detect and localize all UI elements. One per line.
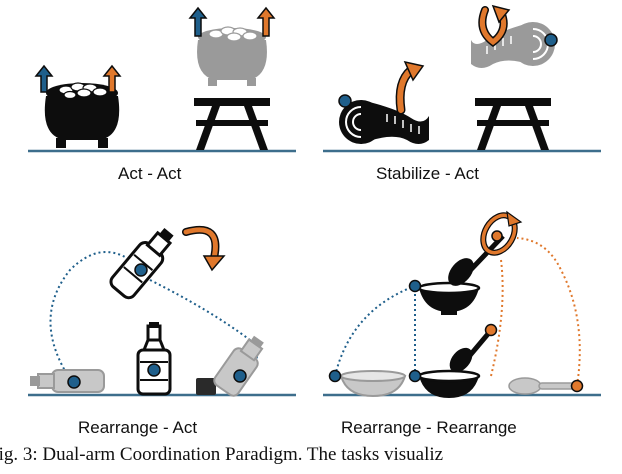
bottle-lying-icon xyxy=(30,369,105,393)
motion-path-dotted xyxy=(516,237,581,387)
motion-path-dotted xyxy=(49,251,131,383)
gripper-point-blue xyxy=(147,363,161,377)
panel-act-act xyxy=(28,6,296,153)
table-icon xyxy=(194,98,270,150)
panel-label: Rearrange - Rearrange xyxy=(341,418,517,437)
panel-label: Rearrange - Act xyxy=(78,418,198,437)
tape-measure-icon xyxy=(339,100,429,144)
tape-measure-lifted-icon xyxy=(471,22,555,68)
bowl-gray-icon xyxy=(339,370,407,398)
rotate-arrow-orange-icon xyxy=(478,4,511,48)
arrow-up-blue-icon xyxy=(188,6,208,37)
panel-label: Stabilize - Act xyxy=(376,164,479,183)
panel-rearrange-rearrange xyxy=(323,210,601,398)
rotate-arrow-orange-icon xyxy=(480,210,523,256)
arrow-up-orange-icon xyxy=(102,64,122,93)
gripper-point-blue xyxy=(233,369,247,383)
panel-label: Act - Act xyxy=(118,164,182,183)
cauldron-lifted-icon xyxy=(197,26,267,86)
spoon-gray-icon xyxy=(508,377,576,395)
panel-stabilize-act xyxy=(323,4,601,153)
gripper-point-blue xyxy=(328,369,342,383)
cauldron-icon xyxy=(44,82,120,148)
rotate-arrow-orange-icon xyxy=(182,225,226,272)
gripper-point-blue xyxy=(408,279,422,293)
spoon-icon xyxy=(449,326,495,373)
figure-caption: Fig. 3: Dual-arm Coordination Paradigm. … xyxy=(0,444,444,465)
arrow-up-orange-icon xyxy=(256,6,276,37)
motion-path-dotted xyxy=(334,285,416,377)
gripper-point-orange xyxy=(570,379,584,393)
gripper-point-blue xyxy=(338,94,352,108)
gripper-point-blue xyxy=(408,369,422,383)
bottle-gray-tilted-icon xyxy=(213,335,264,397)
gripper-point-blue xyxy=(134,263,148,277)
gripper-point-blue xyxy=(544,33,558,47)
spoon-icon xyxy=(448,234,505,286)
gripper-point-orange xyxy=(484,323,498,337)
cube-icon xyxy=(196,378,216,395)
bowl-lifted-icon xyxy=(417,281,481,315)
bottle-standing-icon xyxy=(136,322,172,396)
motion-path-dotted xyxy=(149,279,259,377)
panel-rearrange-act xyxy=(28,225,296,397)
rotate-arrow-orange-icon xyxy=(395,60,425,115)
table-icon xyxy=(475,98,551,150)
arrow-up-blue-icon xyxy=(34,64,54,93)
gripper-point-orange xyxy=(491,230,503,242)
gripper-point-blue xyxy=(67,375,81,389)
motion-path-dotted xyxy=(490,259,504,377)
